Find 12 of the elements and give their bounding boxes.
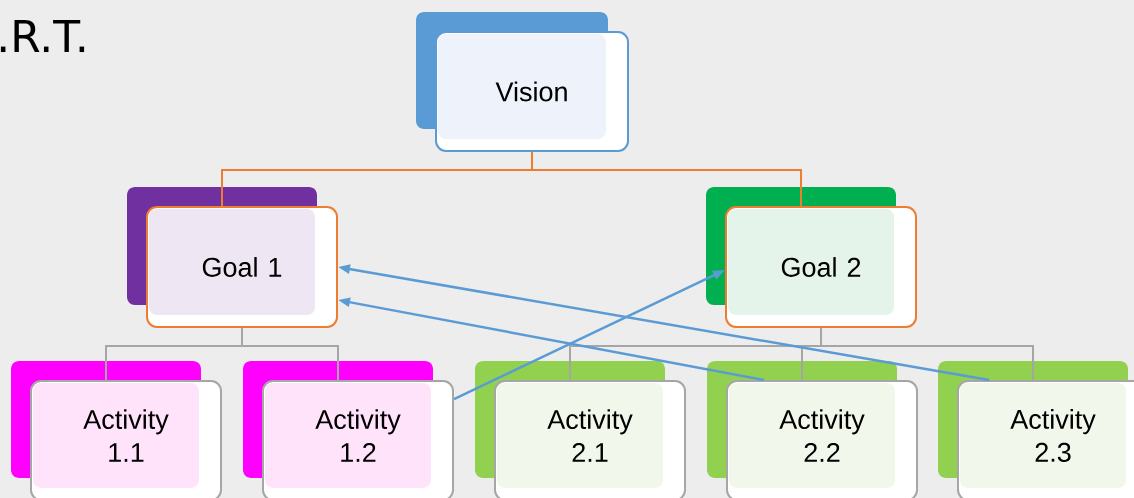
vision-box: Vision	[416, 12, 629, 152]
activity-box: Activity 2.1	[475, 361, 686, 498]
activity-box: Activity 2.3	[938, 361, 1134, 498]
activity-box: Activity 1.1	[11, 361, 222, 498]
connector-line	[531, 151, 802, 207]
activity-box: Activity 2.2	[707, 361, 918, 498]
slide-title: .R.T.	[0, 19, 85, 53]
goal-box: Goal 2	[706, 187, 917, 328]
connector-line	[241, 327, 339, 381]
activity-box: Activity 1.2	[243, 361, 454, 498]
goal-box: Goal 1	[127, 187, 338, 328]
connector-line	[820, 327, 1034, 381]
